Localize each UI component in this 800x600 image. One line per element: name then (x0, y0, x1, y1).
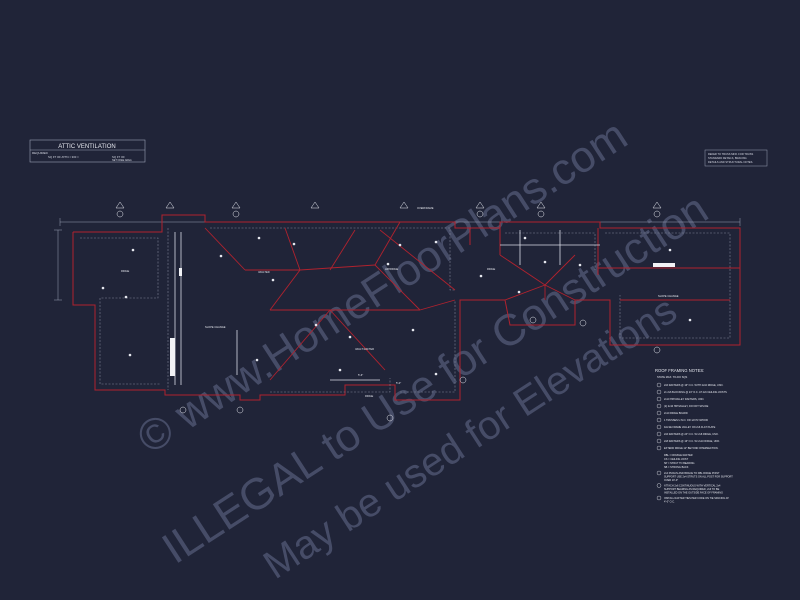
note-line-1: REFER TO TRUSS MFR. FOR TRUSS (708, 152, 753, 156)
post-small (179, 268, 182, 276)
note-long: OVER 10'-0" (664, 479, 678, 482)
note-item: FALSE FRAME VALLEY ON 2x6 FLAT PLATE (664, 426, 716, 429)
label-slope-change-left: SLOPE CHANGE (205, 325, 226, 329)
note-bullet-icon (656, 417, 662, 423)
attic-ventilation-table: ATTIC VENTILATION REQUIRED SQ FT OF ATTI… (29, 139, 146, 163)
hip-valley-lines (204, 221, 740, 381)
label-slope-change-right: SLOPE CHANGE (658, 294, 679, 298)
roof-framing-notes: ROOF FRAMING NOTES: STATE MAX. TO-DO SQS… (655, 368, 733, 504)
note-line-3: DETAILS AND STRUCTURAL NOTES. (708, 160, 753, 164)
label-hip-ridge: HIP/RIDGE (385, 267, 399, 271)
pitch-symbols (115, 201, 662, 422)
note-long: INSTALL RAFTER TIES PER CODE ON TIE SPAC… (664, 497, 729, 500)
note-item: 2x 2x6 BLOCKING @ 24" O.C. AT 2x6 CEILIN… (664, 391, 727, 394)
vent-title: ATTIC VENTILATION (58, 144, 115, 150)
note-bullet-icon (656, 424, 662, 430)
label-dim-1: 5'-6" (358, 373, 363, 377)
note-bullet-icon (656, 438, 662, 444)
note-bullet-icon (656, 403, 662, 409)
note-item: 2x6 RAFTERS @ 16" O.C. WITH 2x10 RIDGE, … (664, 384, 724, 387)
note-legend: CS = CEILING JOIST (664, 458, 689, 461)
note-long: INSTALLED ON THE OUTSIDE FACE OF FRAMING (664, 492, 723, 495)
vent-row2: SQ FT OF ATTIC / 300 = (48, 155, 79, 159)
note-item: 2x8 RAFTERS @ 16" O.C. W/ 2x10 RIDGE, UN… (664, 440, 720, 443)
note-legend: DBL = DOUBLE RAFTER (664, 454, 693, 457)
label-vault-rafter: VAULT RAFTER (355, 347, 374, 351)
note-item: EXTEND RIDGE 12" BEYOND INTERSECTION. (664, 447, 719, 450)
note-bullet-icon (656, 495, 662, 501)
notes-title: ROOF FRAMING NOTES: (655, 368, 704, 373)
roof-outline (72, 214, 741, 401)
note-bullet-icon (656, 483, 662, 488)
note-bullet-icon (656, 445, 662, 451)
note-long: SUPPORT USE 2x4 STRUTS ON ALL POST FOR S… (664, 476, 733, 479)
vent-row3: SQ FT OF (112, 155, 125, 159)
note-long: 2x4 PURLIN AND BRACE TO DBL RIDGE POINT (664, 472, 720, 475)
beam-post (170, 338, 175, 376)
label-overframe: OVERFRAME (417, 206, 434, 210)
note-bullet-icon (656, 410, 662, 416)
label-ridge-3: RIDGE (487, 267, 495, 271)
note-long: 4'-0" O.C. (664, 501, 675, 504)
beam-header (653, 263, 675, 267)
slope-markers (101, 236, 692, 376)
note-line-2: STANDARD DETAILS, BRACING (708, 156, 747, 160)
label-dim-2: 5'-0" (396, 381, 401, 385)
notes-subtitle: STATE MAX. TO-DO SQS (657, 375, 687, 379)
note-item: 2x10 HIP/VALLEY RAFTERS, UNO. (664, 398, 705, 401)
label-vaulted: VAULTED (258, 270, 270, 274)
plan-labels: VAULTED SLOPE CHANGE SLOPE CHANGE RIDGE … (121, 206, 679, 398)
note-bullet-icon (656, 389, 662, 395)
note-bullet-icon (656, 396, 662, 402)
label-ridge-2: RIDGE (365, 394, 373, 398)
note-item: 2x6 RAFTERS @ 24" O.C. W/ 2x8 RIDGE, UNO… (664, 433, 719, 436)
note-long: SUPPORT BEARING AS REQUIRED, 2x6 TO BE (664, 488, 720, 491)
vent-row1: REQUIRED (32, 151, 49, 155)
truss-note-box: REFER TO TRUSS MFR. FOR TRUSS STANDARD D… (704, 149, 768, 167)
note-legend: SP = STRUT TO BEARING (664, 462, 695, 465)
note-bullet-icon (656, 431, 662, 437)
bearing-walls (80, 227, 731, 393)
note-legend: SB = STRONG BACK (664, 466, 689, 469)
label-ridge-1: RIDGE (121, 269, 129, 273)
note-item: 2x10 RIDGE BOARD (664, 412, 688, 415)
note-item: 1 TRUSSES U.N.O. OR 1/2 PLYWOOD (664, 419, 708, 422)
note-bullet-icon (656, 470, 662, 476)
note-long: ATTACH 2x6 CONTINUOUS WITH VERTICAL 2x4 (664, 485, 721, 488)
vent-row4: NET FREE AREA (112, 159, 132, 162)
note-bullet-icon (656, 382, 662, 388)
note-item: (2) 2x10 HIP/VALLEY, DO NOT SPLICE (664, 405, 709, 408)
